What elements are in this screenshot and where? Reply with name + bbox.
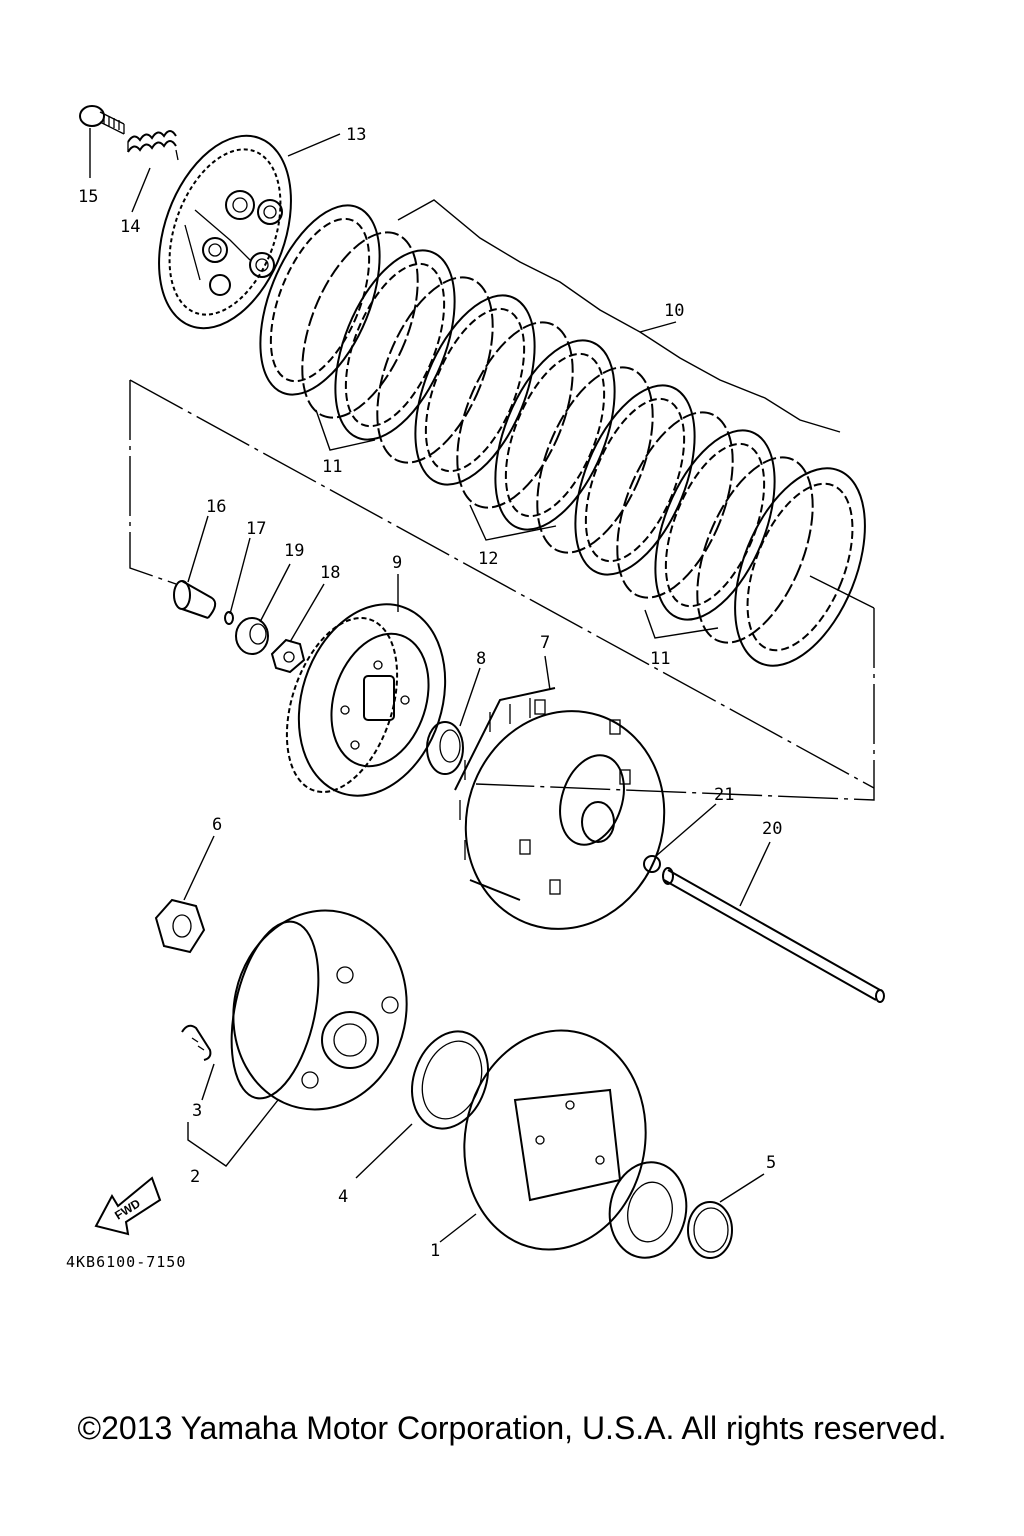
callout-20: 20 xyxy=(762,819,782,839)
part-2-one-way-clutch xyxy=(230,909,408,1111)
callout-6: 6 xyxy=(212,815,222,835)
bracket-11-lower xyxy=(644,575,875,639)
callout-1: 1 xyxy=(430,1241,440,1261)
part-18-lock-washer xyxy=(270,638,306,674)
clutch-plate-stack xyxy=(259,204,866,667)
callout-2: 2 xyxy=(190,1167,200,1187)
callout-15: 15 xyxy=(78,187,98,207)
part-1-primary-driven-gear xyxy=(463,1029,688,1259)
bracket-10 xyxy=(397,199,841,433)
part-5-o-ring xyxy=(687,1201,733,1259)
callout-3: 3 xyxy=(192,1101,202,1121)
part-7-clutch-housing xyxy=(454,687,666,930)
callout-11-upper: 11 xyxy=(322,457,342,477)
fwd-label: FWD xyxy=(112,1196,143,1223)
callout-19: 19 xyxy=(284,541,304,561)
part-6-nut xyxy=(154,898,206,954)
fwd-arrow-icon: FWD xyxy=(94,1176,162,1236)
part-9-clutch-boss xyxy=(285,603,447,797)
assembly-boundary xyxy=(129,379,875,801)
callout-4: 4 xyxy=(338,1187,348,1207)
callout-18: 18 xyxy=(320,563,340,583)
part-3-spring-pin xyxy=(181,1024,212,1061)
callout-5: 5 xyxy=(766,1153,776,1173)
part-4-bearing xyxy=(411,1030,489,1130)
part-16-bolt xyxy=(173,580,217,619)
part-14-spring xyxy=(127,130,179,161)
callout-9: 9 xyxy=(392,553,402,573)
part-13-pressure-plate xyxy=(158,134,292,330)
part-21-ball xyxy=(643,855,661,873)
callout-17: 17 xyxy=(246,519,266,539)
bracket-11-upper xyxy=(315,409,376,451)
bracket-12 xyxy=(469,504,557,541)
part-17-ring xyxy=(224,611,234,625)
callout-12: 12 xyxy=(478,549,498,569)
callout-10: 10 xyxy=(664,301,684,321)
callout-11-lower: 11 xyxy=(650,649,670,669)
copyright-notice: ©2013 Yamaha Motor Corporation, U.S.A. A… xyxy=(77,1410,947,1446)
part-15-bolt xyxy=(79,105,125,135)
callout-21: 21 xyxy=(714,785,734,805)
callout-16: 16 xyxy=(206,497,226,517)
part-8-washer xyxy=(426,721,464,775)
callout-13: 13 xyxy=(346,125,366,145)
callout-7: 7 xyxy=(540,633,550,653)
leader-lines xyxy=(89,128,771,1243)
callout-8: 8 xyxy=(476,649,486,669)
part-19-collar xyxy=(235,617,269,655)
part-20-push-rod xyxy=(662,867,885,1003)
part-code: 4KB6100-7150 xyxy=(66,1253,186,1271)
callout-14: 14 xyxy=(120,217,140,237)
